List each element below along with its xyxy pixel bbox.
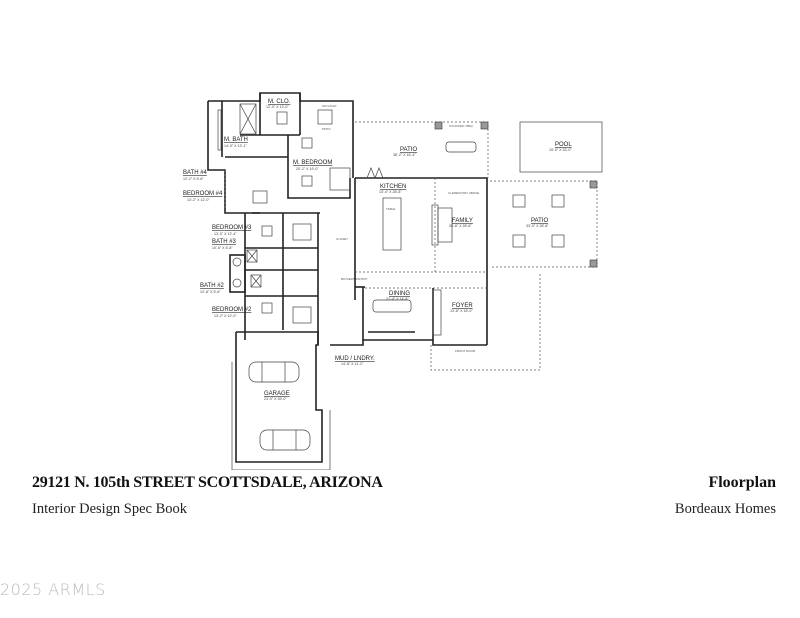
front-door-label: FRONT DOOR (455, 349, 476, 353)
property-address: 29121 N. 105th STREET SCOTTSDALE, ARIZON… (32, 474, 383, 491)
room-m-clo: M. CLO. (268, 99, 291, 105)
svg-text:12'-0" X 12'-0": 12'-0" X 12'-0" (266, 105, 289, 109)
room-bedroom-4: BEDROOM #4 (183, 191, 223, 197)
car-icon (248, 361, 300, 383)
room-m-bedroom: M. BEDROOM (293, 160, 332, 166)
right-patio (490, 180, 598, 268)
skylight-label: SKYLIGHT (322, 104, 337, 108)
room-kitchen: KITCHEN (380, 184, 406, 190)
builder-name: Bordeaux Homes (674, 501, 776, 517)
svg-text:13'-4" X 28'-8": 13'-4" X 28'-8" (379, 190, 402, 194)
watermark: 2025 ARMLS (0, 580, 106, 599)
room-bath-4: BATH #4 (183, 170, 208, 176)
room-bedroom-2: BEDROOM #2 (212, 307, 252, 313)
room-m-bath: M. BATH (224, 137, 248, 143)
svg-text:12'-8" X 5'-6": 12'-8" X 5'-6" (200, 290, 221, 294)
svg-text:15'-0" X 33'-0": 15'-0" X 33'-0" (549, 148, 572, 152)
svg-text:14'-8" X 11'-2": 14'-8" X 11'-2" (341, 362, 364, 366)
patio-label: PATIO (322, 127, 331, 131)
room-foyer: FOYER (452, 303, 473, 309)
svg-text:26'-8" X 28'-8": 26'-8" X 28'-8" (449, 224, 472, 228)
floorplan-drawing: SKYLIGHT PATIO CLOSET BUTLERS PANTRY COU… (183, 92, 603, 470)
svg-text:13'-2" X 12'-0": 13'-2" X 12'-0" (214, 314, 237, 318)
pool-outline (519, 121, 603, 173)
svg-text:23'-0" X 39'-0": 23'-0" X 39'-0" (264, 397, 287, 401)
bedroom-wing-walls: SKYLIGHT PATIO CLOSET BUTLERS PANTRY (207, 92, 368, 345)
section-title: Floorplan (708, 474, 776, 491)
counter-bbq-label: COUNTER / BBQ (449, 124, 473, 128)
svg-text:33'-0" X 28'-8": 33'-0" X 28'-8" (526, 224, 549, 228)
svg-text:38'-2" X 16'-4": 38'-2" X 16'-4" (393, 153, 416, 157)
room-patio-top: PATIO (400, 147, 417, 153)
skylight (317, 109, 333, 125)
room-patio-right: PATIO (531, 218, 548, 224)
patio-table (445, 141, 477, 153)
room-garage: GARAGE (264, 391, 290, 397)
svg-text:20'-2" X 19'-0": 20'-2" X 19'-0" (296, 167, 319, 171)
svg-text:10'-6" X 5'-8": 10'-6" X 5'-8" (212, 246, 233, 250)
svg-text:21'-4" X 14'-8": 21'-4" X 14'-8" (386, 297, 409, 301)
room-family: FAMILY (452, 218, 473, 224)
svg-text:12'-2" X 5'-6": 12'-2" X 5'-6" (183, 177, 204, 181)
svg-text:13'-0" X 12'-4": 13'-0" X 12'-4" (214, 232, 237, 236)
car-icon (259, 429, 311, 451)
closet-label: CLOSET (336, 237, 348, 241)
main-living-walls: COUNTER / BBQ TABLE CLERESTORY ABOVE FRO… (330, 121, 541, 371)
svg-text:13'-8" X 18'-0": 13'-8" X 18'-0" (450, 309, 473, 313)
svg-text:13'-2" X 12'-0": 13'-2" X 12'-0" (187, 198, 210, 202)
room-bath-3: BATH #3 (212, 239, 237, 245)
room-bedroom-3: BEDROOM #3 (212, 225, 252, 231)
room-bath-2: BATH #2 (200, 283, 225, 289)
garage-walls (231, 331, 331, 470)
kitchen-island (382, 197, 402, 251)
clerestory-label: CLERESTORY ABOVE (448, 191, 479, 195)
room-dining: DINING (389, 291, 410, 297)
room-mud-lndry: MUD / LNDRY. (335, 356, 375, 362)
table-label: TABLE (386, 207, 395, 211)
dining-table (372, 299, 412, 313)
room-labels: M. CLO. 12'-0" X 12'-0" M. BATH 14'-9" X… (183, 99, 572, 401)
svg-text:14'-9" X 13'-1": 14'-9" X 13'-1" (224, 144, 247, 148)
room-pool: POOL (555, 142, 572, 148)
document-subtitle: Interior Design Spec Book (32, 501, 188, 517)
